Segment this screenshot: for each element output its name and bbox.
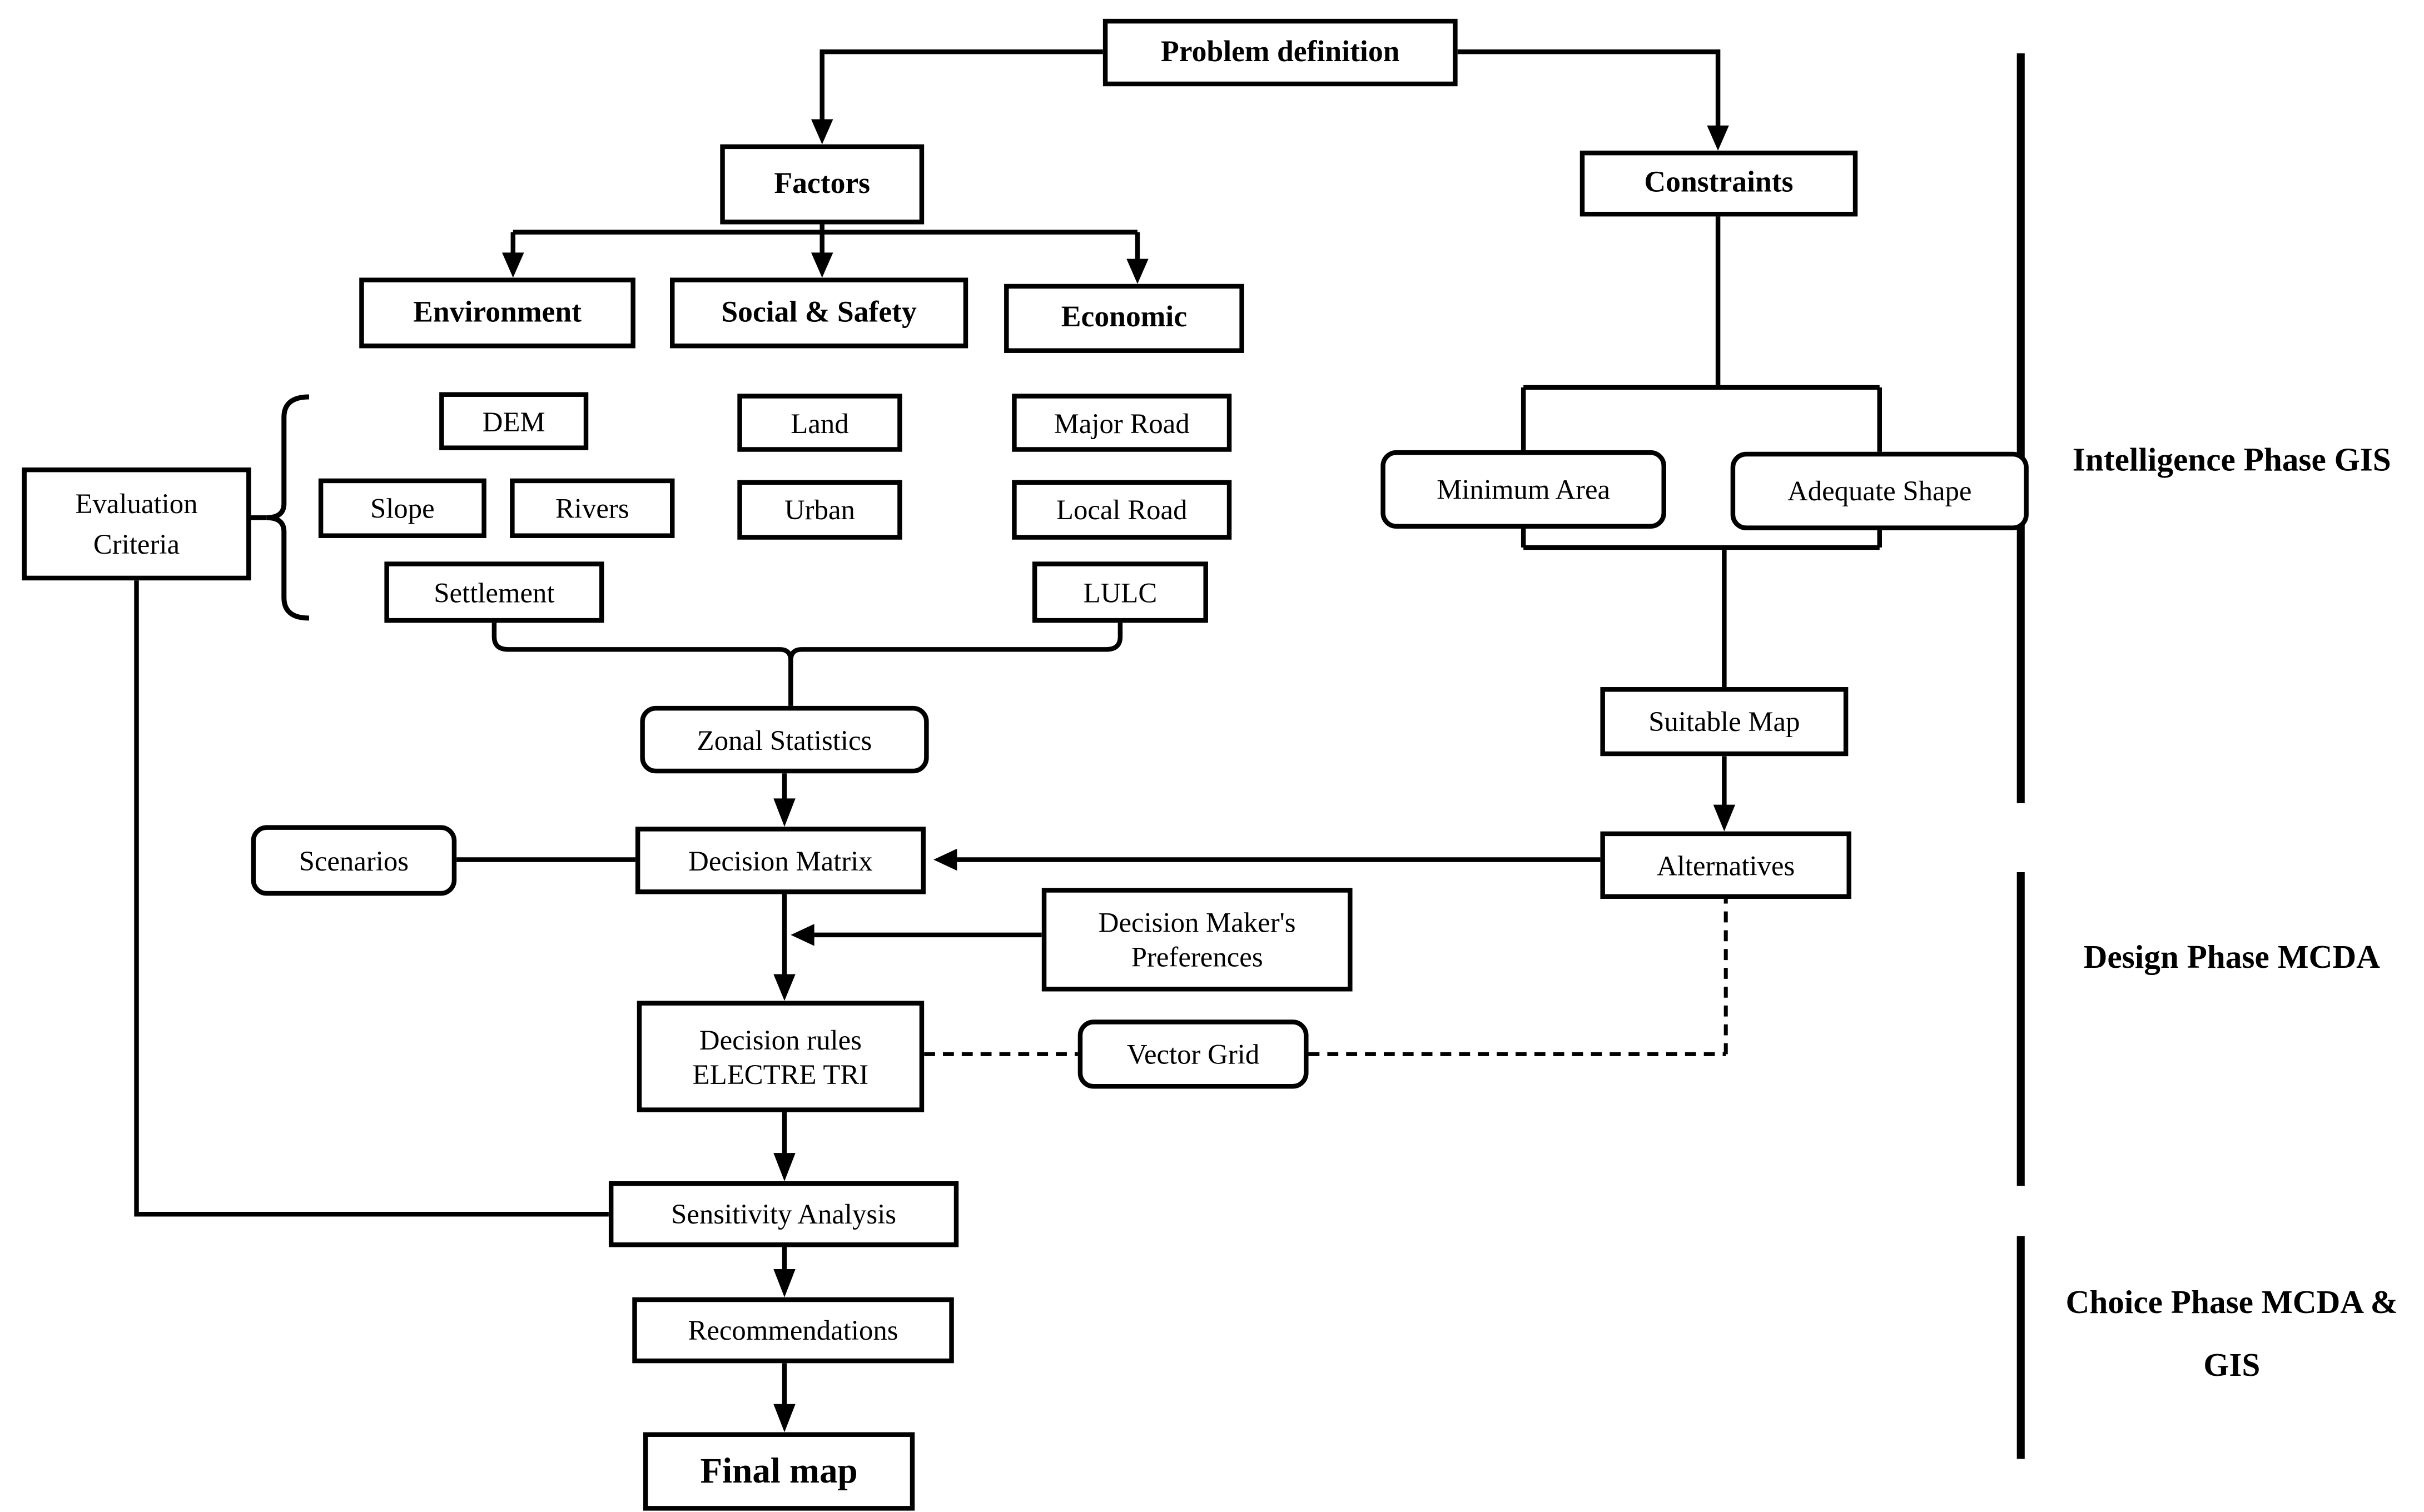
node-factors: Factors bbox=[720, 144, 925, 225]
arrowhead-into-constraints-icon bbox=[1707, 125, 1729, 151]
node-slope: Slope bbox=[318, 478, 486, 538]
node-label: Recommendations bbox=[688, 1314, 898, 1346]
node-label-line2: Criteria bbox=[93, 529, 180, 560]
node-local-road: Local Road bbox=[1012, 480, 1232, 540]
node-label: Vector Grid bbox=[1126, 1038, 1260, 1070]
node-social-safety: Social & Safety bbox=[669, 277, 968, 349]
arrowhead-into-recommendations-icon bbox=[773, 1269, 796, 1297]
phase-label-design: Design Phase MCDA bbox=[2040, 926, 2424, 988]
phase-line2: MCDA bbox=[2277, 938, 2380, 976]
node-label: Urban bbox=[784, 494, 855, 526]
node-label: Suitable Map bbox=[1648, 705, 1800, 738]
node-label-line1: Decision Maker's bbox=[1098, 907, 1296, 938]
node-evaluation-criteria: Evaluation Criteria bbox=[22, 467, 251, 581]
node-label: Adequate Shape bbox=[1787, 475, 1972, 507]
node-rivers: Rivers bbox=[510, 478, 675, 538]
node-label: Rivers bbox=[555, 493, 629, 524]
node-zonal-statistics: Zonal Statistics bbox=[640, 705, 929, 774]
node-label: Alternatives bbox=[1657, 849, 1795, 881]
node-label: Scenarios bbox=[299, 844, 409, 877]
curly-brace-icon bbox=[266, 394, 310, 621]
node-decision-matrix: Decision Matrix bbox=[635, 827, 926, 894]
phase-line2: GIS bbox=[2334, 440, 2391, 479]
node-land: Land bbox=[737, 394, 902, 452]
node-label: Economic bbox=[1061, 301, 1188, 335]
solid-connectors bbox=[134, 49, 1882, 1407]
node-label: Major Road bbox=[1054, 407, 1190, 439]
node-label: Local Road bbox=[1056, 494, 1188, 526]
node-label: Final map bbox=[700, 1451, 858, 1490]
node-major-road: Major Road bbox=[1012, 394, 1232, 452]
arrowhead-into-alternatives-icon bbox=[1713, 804, 1736, 832]
node-constraints: Constraints bbox=[1579, 150, 1858, 217]
phase-line1: Choice Phase bbox=[2065, 1283, 2253, 1321]
node-label-line1: Evaluation bbox=[75, 488, 198, 520]
node-label: LULC bbox=[1083, 576, 1158, 608]
node-lulc: LULC bbox=[1032, 561, 1208, 623]
node-problem-definition: Problem definition bbox=[1102, 18, 1458, 87]
node-recommendations: Recommendations bbox=[632, 1297, 954, 1364]
node-minimum-area: Minimum Area bbox=[1380, 450, 1666, 529]
node-sensitivity-analysis: Sensitivity Analysis bbox=[608, 1181, 959, 1247]
node-suitable-map: Suitable Map bbox=[1600, 687, 1849, 757]
arrowhead-into-social-safety-icon bbox=[811, 252, 833, 278]
node-label: Minimum Area bbox=[1437, 474, 1611, 505]
node-label-line1: Decision rules bbox=[699, 1023, 862, 1055]
arrowhead-preferences-icon bbox=[791, 924, 814, 946]
arrowhead-into-sensitivity-icon bbox=[773, 1153, 796, 1181]
node-label: Slope bbox=[370, 493, 435, 524]
node-label: Sensitivity Analysis bbox=[671, 1198, 897, 1230]
node-label-line2: ELECTRE TRI bbox=[692, 1058, 869, 1090]
node-label: Constraints bbox=[1644, 166, 1794, 200]
node-label: DEM bbox=[482, 405, 545, 437]
arrowhead-into-environment-icon bbox=[502, 252, 524, 278]
node-label: Environment bbox=[413, 295, 582, 329]
arrowhead-into-decision-rules-icon bbox=[773, 974, 796, 1001]
phase-line1: Design Phase bbox=[2083, 938, 2269, 976]
node-label: Problem definition bbox=[1161, 35, 1400, 68]
node-scenarios: Scenarios bbox=[251, 825, 457, 896]
node-label: Zonal Statistics bbox=[697, 724, 872, 755]
node-label: Factors bbox=[774, 167, 871, 200]
node-adequate-shape: Adequate Shape bbox=[1730, 451, 2029, 530]
node-label: Settlement bbox=[434, 576, 555, 608]
node-dem: DEM bbox=[439, 392, 589, 450]
node-alternatives: Alternatives bbox=[1600, 831, 1851, 899]
dashed-connectors bbox=[924, 899, 1728, 1056]
node-label: Decision Matrix bbox=[688, 844, 873, 877]
node-decision-makers-preferences: Decision Maker's Preferences bbox=[1041, 888, 1353, 992]
phase-label-choice: Choice Phase MCDA & GIS bbox=[2040, 1271, 2424, 1396]
phase-label-intelligence: Intelligence Phase GIS bbox=[2040, 428, 2424, 491]
node-final-map: Final map bbox=[643, 1432, 915, 1511]
arrowhead-into-decision-matrix-right-icon bbox=[933, 848, 957, 871]
node-economic: Economic bbox=[1004, 284, 1244, 353]
node-label: Social & Safety bbox=[721, 295, 917, 329]
node-urban: Urban bbox=[737, 480, 902, 540]
arrowhead-into-final-map-icon bbox=[773, 1404, 796, 1433]
node-environment: Environment bbox=[359, 277, 635, 349]
arrowhead-into-factors-icon bbox=[811, 119, 833, 145]
node-label: Land bbox=[791, 407, 849, 439]
arrowhead-into-economic-icon bbox=[1126, 258, 1149, 284]
arrowheads bbox=[502, 119, 1736, 1433]
node-vector-grid: Vector Grid bbox=[1077, 1019, 1309, 1089]
node-settlement: Settlement bbox=[384, 561, 604, 623]
phase-line1: Intelligence Phase bbox=[2072, 440, 2326, 479]
node-decision-rules-electre-tri: Decision rules ELECTRE TRI bbox=[637, 1001, 925, 1112]
node-label-line2: Preferences bbox=[1131, 941, 1263, 973]
arrowhead-into-decision-matrix-top-icon bbox=[773, 798, 796, 827]
phase-line2: MCDA & GIS bbox=[2203, 1283, 2398, 1384]
